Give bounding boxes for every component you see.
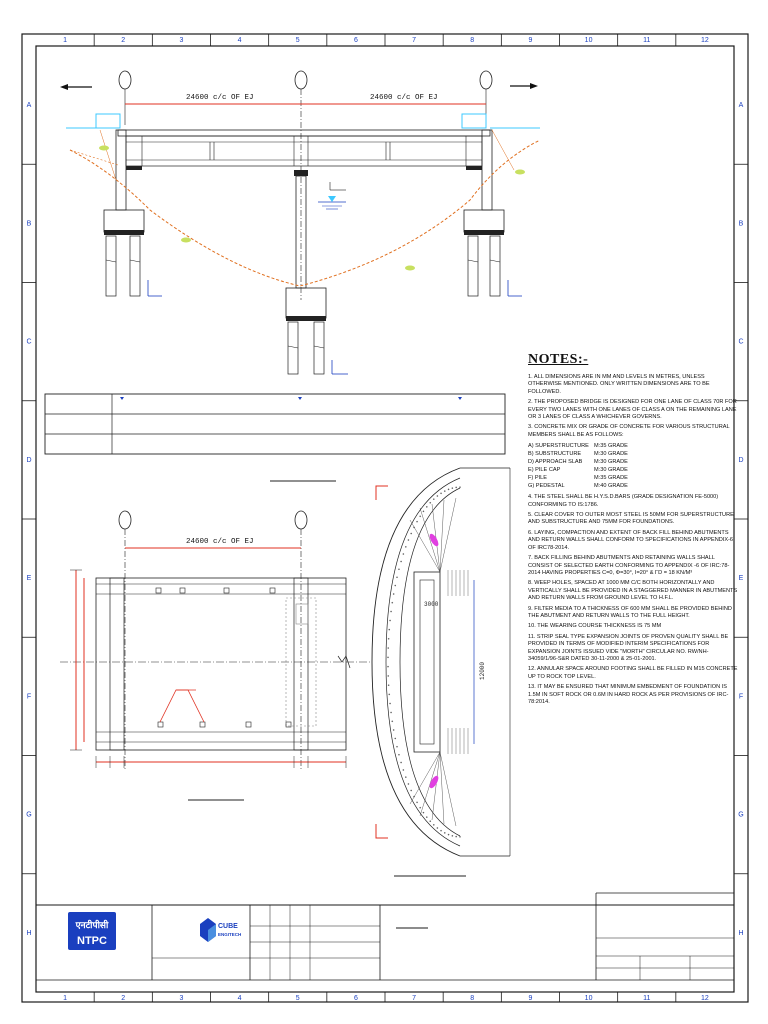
grid-column-label: 9 (528, 995, 532, 1002)
plan-view: 24600 c/c OF EJ (60, 510, 370, 770)
grid-column-label: 2 (121, 995, 125, 1002)
note-item: 8. WEEP HOLES, SPACED AT 1000 MM C/C BOT… (528, 580, 738, 602)
grid-column-label: 6 (354, 37, 358, 44)
ntpc-logo: एनटीपीसी NTPC (68, 912, 116, 950)
grid-row-label: B (27, 220, 32, 227)
grid-row-label: F (739, 693, 743, 700)
cube-logo: CUBE ENGITECH (200, 918, 241, 942)
grid-column-label: 10 (585, 37, 593, 44)
grid-row-label: D (738, 457, 743, 464)
grid-row-label: C (738, 339, 743, 346)
grid-row-label: D (26, 457, 31, 464)
arrow-left-icon (60, 84, 92, 90)
elevation-view: 24600 c/c OF EJ 24600 c/c OF EJ (60, 70, 541, 375)
note-item: 4. THE STEEL SHALL BE H.Y.S.D.BARS (GRAD… (528, 494, 719, 508)
water-level-icon (318, 196, 346, 210)
note-item: 3. CONCRETE MIX OR GRADE OF CONCRETE FOR… (528, 424, 730, 438)
grid-column-label: 12 (701, 995, 709, 1002)
grid-row-label: E (27, 575, 32, 582)
grid-row-ticks: A A B B C C D D E E F F G G H H (22, 102, 748, 937)
grid-column-label: 3 (179, 995, 183, 1002)
grid-column-label: 5 (296, 995, 300, 1002)
svg-text:ENGITECH: ENGITECH (218, 932, 241, 937)
info-table (44, 393, 506, 455)
grid-row-label: A (27, 102, 32, 109)
grid-column-label: 2 (121, 37, 125, 44)
title-block (36, 892, 734, 981)
grid-row-label: A (739, 102, 744, 109)
elevation-dim-right: 24600 c/c OF EJ (370, 94, 438, 102)
grid-column-label: 11 (643, 37, 650, 44)
grid-column-label: 5 (296, 37, 300, 44)
axis-bubble-right (479, 70, 493, 90)
note-item: 6. LAYING, COMPACTION AND EXTENT OF BACK… (528, 529, 734, 551)
section-dim-right: 12000 (479, 662, 486, 680)
grid-column-label: 8 (470, 995, 474, 1002)
arrow-right-icon (510, 83, 538, 89)
section-dim-inner: 3000 (424, 601, 439, 608)
grid-column-label: 9 (528, 37, 532, 44)
elevation-dim-left: 24600 c/c OF EJ (186, 94, 254, 102)
svg-text:NTPC: NTPC (77, 935, 107, 947)
grid-row-label: G (26, 812, 31, 819)
plan-dim-top: 24600 c/c OF EJ (186, 538, 254, 546)
grid-column-label: 1 (63, 995, 67, 1002)
note-item: 1. ALL DIMENSIONS ARE IN mm AND LEVELS I… (528, 374, 710, 395)
note-item: 2. THE PROPOSED BRIDGE IS DESIGNED FOR O… (528, 399, 737, 421)
svg-text:CUBE: CUBE (218, 923, 238, 930)
grid-row-label: E (739, 575, 744, 582)
axis-bubble-mid (294, 70, 308, 90)
notes-panel: NOTES:- 1. ALL DIMENSIONS ARE IN mm AND … (528, 352, 738, 709)
note-item: 13. IT MAY BE ENSURED THAT MINIMUM EMBED… (528, 684, 729, 705)
note-item: 10. THE WEARING COURSE THICKNESS IS 75 M… (528, 623, 662, 630)
grid-column-label: 1 (63, 37, 67, 44)
grid-row-label: H (26, 930, 31, 937)
grid-column-label: 6 (354, 995, 358, 1002)
grid-column-label: 11 (643, 995, 650, 1002)
note-item: 9. FILTER MEDIA TO A THICKNESS OF 600 MM… (528, 605, 732, 619)
axis-bubble-left (118, 70, 132, 90)
grid-row-label: G (738, 812, 743, 819)
grid-column-label: 10 (585, 995, 593, 1002)
grid-column-label: 4 (238, 995, 242, 1002)
section-view: 3000 12000 (371, 467, 511, 857)
grid-row-label: B (739, 220, 744, 227)
notes-title: NOTES:- (528, 352, 589, 367)
note-item: 11. STRIP SEAL TYPE EXPANSION JOINTS OF … (528, 633, 729, 662)
grid-column-label: 8 (470, 37, 474, 44)
grid-column-label: 4 (238, 37, 242, 44)
grid-column-label: 7 (412, 37, 416, 44)
svg-text:एनटीपीसी: एनटीपीसी (75, 919, 109, 931)
grid-row-label: F (27, 693, 31, 700)
grid-column-label: 3 (179, 37, 183, 44)
grid-row-label: C (26, 339, 31, 346)
grid-row-label: H (738, 930, 743, 937)
note-item: 12. ANNULAR SPACE AROUND FOOTING SHALL B… (528, 666, 738, 680)
note-item: 5. CLEAR COVER TO OUTER MOST STEEL IS 50… (528, 512, 734, 526)
grid-column-label: 7 (412, 995, 416, 1002)
note-item: 7. BACK FILLING BEHIND ABUTMENTS AND RET… (528, 555, 730, 576)
grid-column-label: 12 (701, 37, 709, 44)
